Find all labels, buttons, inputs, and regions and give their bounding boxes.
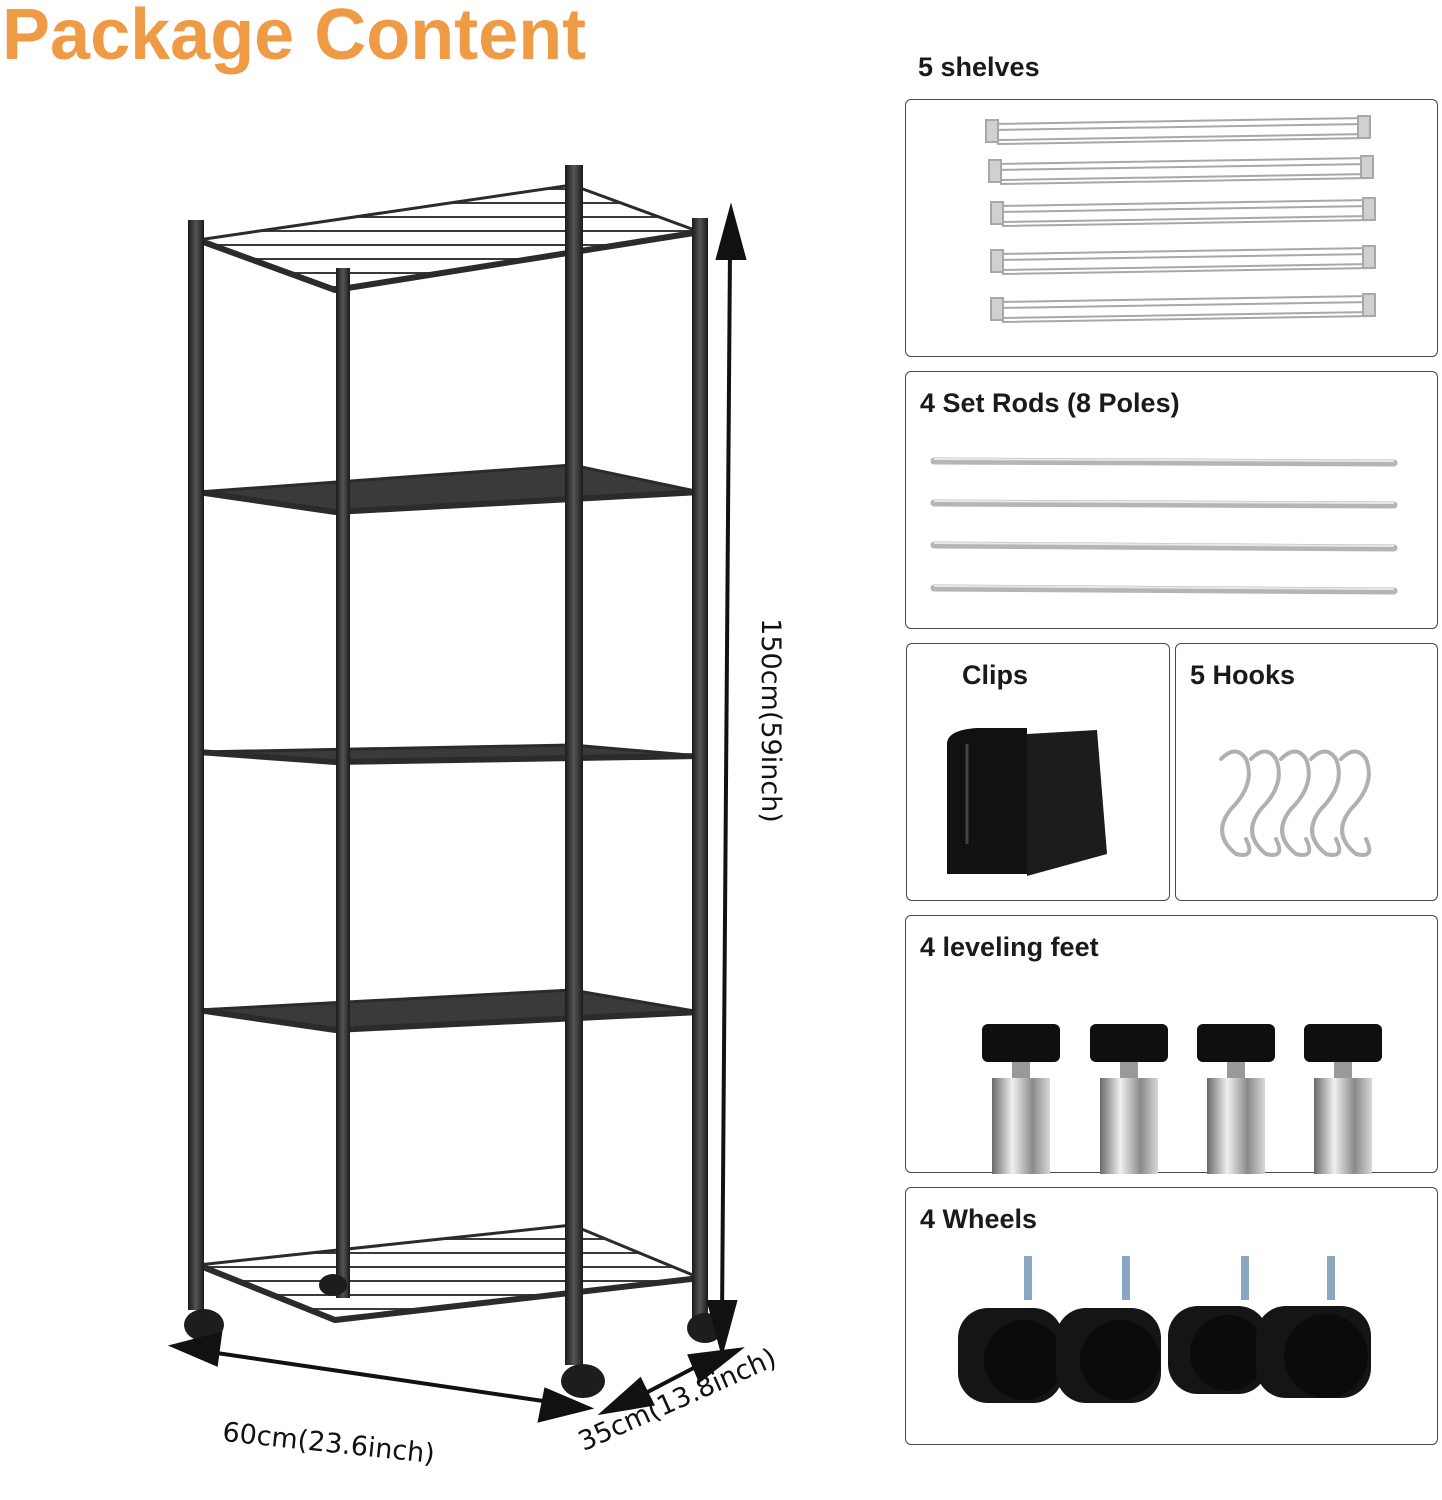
s-hooks-image [1219, 749, 1372, 857]
rack-shelves [196, 183, 706, 1324]
rack-poles [188, 165, 708, 1365]
wheels-panel: 4 Wheels [905, 1187, 1438, 1445]
shelves-label: 5 shelves [918, 52, 1040, 82]
rods-label: 4 Set Rods (8 Poles) [920, 388, 1180, 418]
rods-panel: 4 Set Rods (8 Poles) [905, 371, 1438, 629]
leveling-feet-label: 4 leveling feet [920, 932, 1099, 962]
leveling-feet-panel: 4 leveling feet [905, 915, 1438, 1174]
chrome-rods-image [930, 457, 1398, 595]
leveling-feet-image [982, 1024, 1382, 1174]
page-title: Package Content [2, 0, 587, 75]
plastic-clip-image [947, 728, 1107, 876]
hooks-panel: 5 Hooks [1175, 643, 1438, 901]
clips-panel: Clips [906, 643, 1170, 901]
dimension-arrows [167, 202, 747, 1423]
shelves-panel [905, 99, 1438, 357]
caster-wheels-image [958, 1256, 1371, 1403]
hooks-label: 5 Hooks [1190, 660, 1296, 690]
chrome-shelf-stack-image [985, 115, 1376, 324]
height-dimension-label: 150cm(59inch) [754, 618, 786, 823]
wheels-label: 4 Wheels [920, 1204, 1038, 1234]
rack-wheels [184, 1274, 723, 1398]
clips-label: Clips [962, 660, 1029, 690]
wire-shelf-rack-illustration [167, 165, 747, 1423]
